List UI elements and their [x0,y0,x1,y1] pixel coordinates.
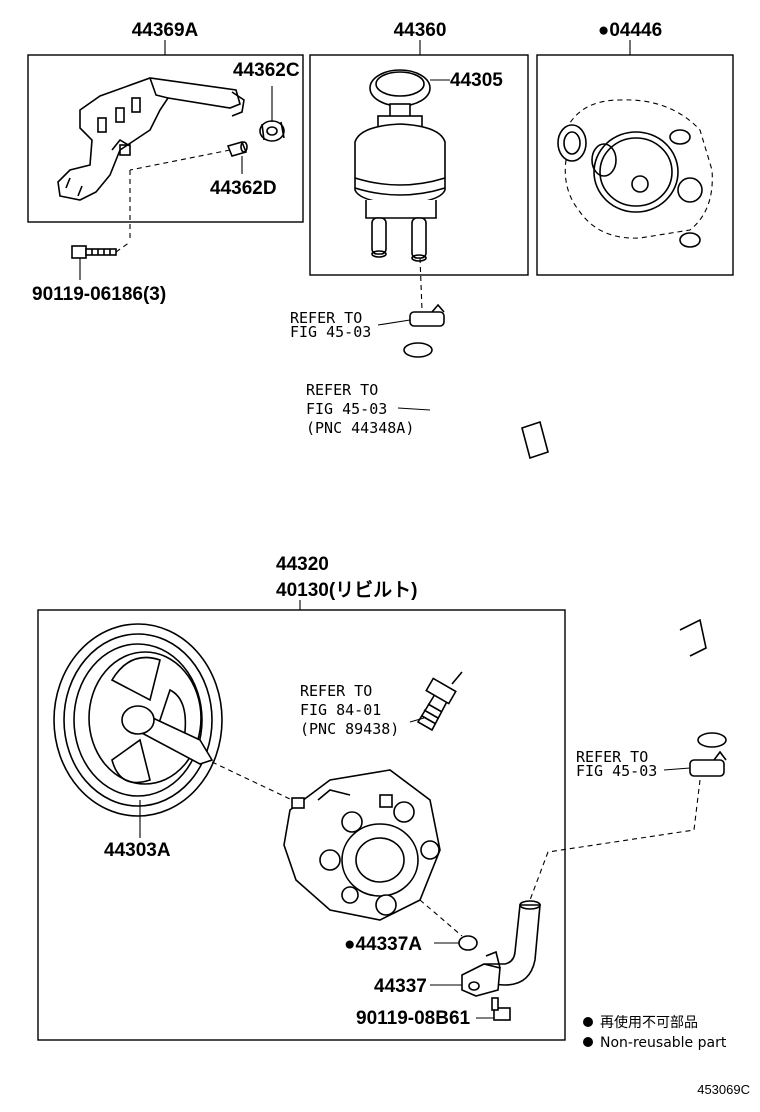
legend-jp: 再使用不可部品 [600,1014,698,1031]
label-o-ring: ●44337A [344,934,422,955]
bracket-drawing [57,77,245,201]
label-bolt-bracket: 90119-06186(3) [32,284,166,305]
label-bolt-union: 90119-08B61 [356,1008,471,1029]
union-drawing [461,900,541,997]
legend-bullet-jp [583,1017,593,1027]
pump-drawing [283,769,441,921]
label-cushion: 44362C [233,60,300,81]
collar-drawing [226,141,248,157]
label-cap: 44305 [450,70,503,91]
ref-hose-line1: REFER TO [306,381,378,399]
label-collar: 44362D [210,178,277,199]
bolt-bracket-drawing [71,245,117,259]
ref-clamp-lower-line1: REFER TO [576,748,648,766]
label-pulley: 44303A [104,840,171,861]
gasket-drawing [557,99,713,248]
gasket-box: ●04446 [536,20,734,276]
legend: 再使用不可部品 Non-reusable part [583,1014,727,1051]
ref-switch-line3: (PNC 89438) [300,720,399,738]
bolt-union-drawing [491,997,511,1021]
ref-hose-line2: FIG 45-03 [306,400,387,418]
reservoir-box: 44360 44305 [309,20,529,276]
pressure-switch-drawing [416,671,463,732]
ref-clamp-upper-line1: REFER TO [290,309,362,327]
o-ring-drawing [458,935,478,951]
pulley-drawing [53,623,223,817]
ref-hose-line3: (PNC 44348A) [306,419,414,437]
clamp-upper-drawing [409,303,445,327]
ref-switch-line2: FIG 84-01 [300,701,381,719]
ref-clamp-upper-line2: FIG 45-03 [290,323,371,341]
label-bracket: 44369A [132,20,199,41]
label-reservoir: 44360 [394,20,447,41]
reservoir-drawing [354,69,446,262]
hose-drawing [403,342,727,748]
label-pump-assy: 44320 [276,554,329,575]
pump-box: 44320 40130(リビルト) 44303A [37,554,566,1041]
legend-bullet-en [583,1037,593,1047]
clamp-lower-drawing [689,750,727,777]
label-union: 44337 [374,976,427,997]
label-pump-rebuilt: 40130(リビルト) [276,579,418,601]
label-gasket-kit: ●04446 [598,20,662,41]
legend-en: Non-reusable part [600,1035,727,1051]
figure-id: 453069C [697,1082,750,1097]
ref-clamp-lower-line2: FIG 45-03 [576,762,657,780]
cushion-drawing [259,120,285,142]
ref-switch-line1: REFER TO [300,682,372,700]
bracket-box: 44369A 44362C 44362D [27,20,304,242]
